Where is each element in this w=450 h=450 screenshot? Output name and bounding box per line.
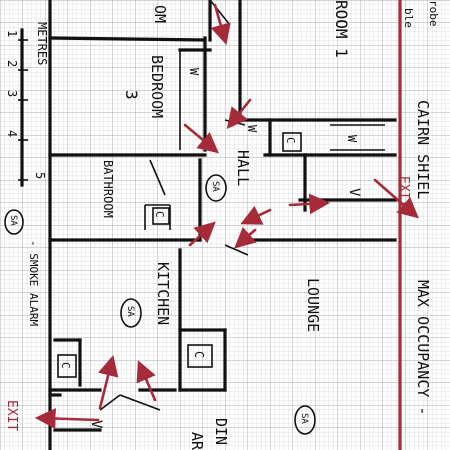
cupboard-label-kitchen-left: C [59, 362, 72, 369]
room-label-top-fragment: OM [151, 5, 169, 23]
escape-routes [34, 3, 419, 429]
scale-unit-label: METRES [35, 22, 49, 65]
top-right-fragment-1: robe [427, 0, 440, 27]
valve-label-lounge: V [346, 188, 362, 197]
room-label-kitchen: KITCHEN [154, 262, 172, 325]
labels: OM ROOM 1 BEDROOM 3 BATHROOM HALL KITCHE… [4, 0, 440, 450]
room-label-dining-line1: DIN [212, 418, 230, 445]
room-label-bedroom-3-line2: 3 [122, 90, 141, 100]
smoke-alarm-label-lounge: SA [299, 413, 309, 424]
cupboard-boxes [57, 132, 302, 378]
occupancy-text: MAX OCCUPANCY - [414, 280, 432, 415]
property-name: CAIRN SHIEL [414, 100, 432, 199]
top-right-fragment-2: ble [402, 8, 415, 28]
room-label-bedroom-1: ROOM 1 [332, 0, 351, 58]
wardrobe-label-hall: W [245, 125, 259, 133]
scale-tick-5: 5 [33, 172, 47, 179]
valve-label-kitchen: V [88, 420, 104, 429]
room-label-hall: HALL [234, 150, 252, 186]
scale-tick-1: 1 [5, 30, 19, 37]
cupboard-label-kitchen: C [192, 351, 206, 358]
smoke-alarm-label-hall: SA [210, 181, 220, 192]
smoke-alarm-label-kitchen: SA [125, 306, 135, 317]
scale-bar [18, 28, 28, 187]
room-label-bathroom: BATHROOM [101, 160, 115, 218]
outer-walls [48, 0, 402, 450]
smoke-alarm-markers [4, 174, 316, 435]
cupboard-label-bathroom: C [153, 211, 166, 218]
legend-smoke-alarm-text: - SMOKE ALARM [27, 240, 40, 326]
scale-tick-2: 2 [5, 60, 19, 67]
cupboard-label-hall: C [284, 137, 297, 144]
wardrobe-label-bedroom-1: W [345, 135, 359, 143]
wardrobe-label-bedroom-3: W [187, 68, 201, 76]
interior-walls [48, 0, 397, 432]
exit-label-right: EXIT [396, 176, 411, 207]
exit-label-left: EXIT [4, 400, 19, 431]
room-label-dining-line2: AR [188, 432, 206, 450]
scale-tick-4: 4 [5, 130, 19, 137]
room-label-lounge: LOUNGE [304, 278, 322, 332]
legend-smoke-alarm-key: SA [8, 215, 18, 226]
room-label-bedroom-3-line1: BEDROOM [148, 55, 166, 118]
scale-tick-3: 3 [5, 90, 19, 97]
